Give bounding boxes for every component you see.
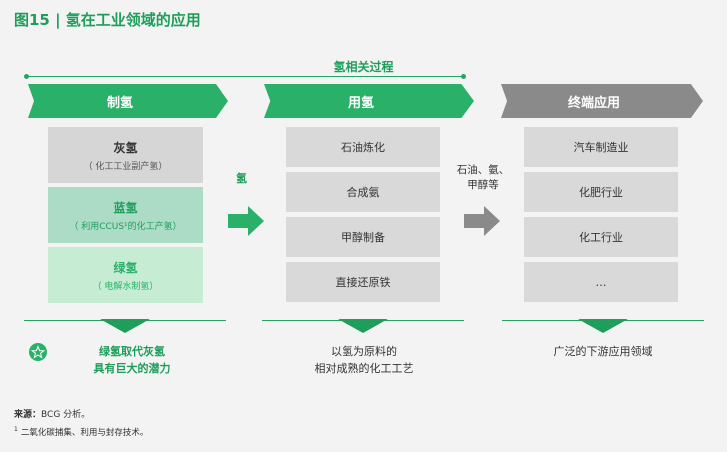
header-end-use: 终端应用	[501, 84, 703, 118]
green-hydrogen-subtitle: （ 电解水制氢）	[92, 281, 159, 292]
end-use-item: 化肥行业	[524, 172, 678, 212]
usage-item-label: 直接还原铁	[335, 276, 391, 289]
usage-item-label: 合成氨	[346, 186, 380, 199]
arrow2-label-line: 甲醇等	[467, 179, 499, 191]
process-line-start-dot	[24, 74, 29, 79]
header-end-use-label: 终端应用	[567, 95, 620, 111]
down-arrow-icon	[100, 319, 150, 333]
usage-item-label: 石油炼化	[341, 141, 385, 154]
end-use-item: 化工行业	[524, 217, 678, 257]
end-use-item-label: 汽车制造业	[573, 141, 629, 154]
conclusion-line: 绿氢取代灰氢	[99, 345, 165, 358]
usage-item: 直接还原铁	[286, 262, 440, 302]
arrow2-label-line: 石油、氨、	[456, 164, 510, 176]
footnote-text: 二氧化碳捕集、利用与封存技术。	[20, 428, 149, 438]
end-use-item-label: …	[595, 275, 607, 289]
conclusion-line: 以氢为原料的	[331, 345, 397, 358]
down-arrow-icon	[338, 319, 388, 333]
process-line-end-dot	[461, 74, 466, 79]
usage-item: 合成氨	[286, 172, 440, 212]
blue-hydrogen-title: 蓝氢	[113, 200, 138, 215]
process-line	[26, 76, 464, 77]
production-conclusion: 绿氢取代灰氢 具有巨大的潜力	[52, 343, 212, 377]
blue-hydrogen-subtitle: （ 利用CCUS¹的化工产氢）	[69, 221, 182, 232]
end-use-item: …	[524, 262, 678, 302]
footnote-mark: 1	[14, 426, 18, 434]
down-arrow-icon	[578, 319, 628, 333]
green-hydrogen-title: 绿氢	[113, 260, 138, 275]
gray-hydrogen-title: 灰氢	[113, 140, 138, 155]
conclusion-line: 相对成熟的化工工艺	[314, 362, 414, 375]
source-note: 来源：BCG 分析。	[14, 407, 90, 420]
header-production: 制氢	[28, 84, 228, 118]
green-right-arrow-icon	[228, 206, 264, 236]
header-usage-label: 用氢	[347, 95, 374, 111]
star-icon	[29, 343, 47, 361]
arrow2-label: 石油、氨、 甲醇等	[446, 163, 520, 193]
blue-hydrogen-box: 蓝氢 （ 利用CCUS¹的化工产氢）	[48, 187, 203, 243]
header-production-label: 制氢	[106, 95, 133, 111]
usage-item: 甲醇制备	[286, 217, 440, 257]
source-text: BCG 分析。	[41, 410, 91, 420]
gray-hydrogen-box: 灰氢 （ 化工工业副产氢）	[48, 127, 203, 183]
end-use-item: 汽车制造业	[524, 127, 678, 167]
arrow1-label: 氢	[236, 172, 247, 185]
conclusion-line: 广泛的下游应用领域	[553, 345, 653, 358]
end-use-item-label: 化工行业	[579, 231, 623, 244]
header-usage: 用氢	[264, 84, 474, 118]
gray-hydrogen-subtitle: （ 化工工业副产氢）	[83, 161, 168, 172]
end-use-conclusion: 广泛的下游应用领域	[502, 343, 704, 360]
gray-right-arrow-icon	[464, 206, 500, 236]
green-hydrogen-box: 绿氢 （ 电解水制氢）	[48, 247, 203, 303]
source-prefix: 来源：	[14, 410, 42, 420]
usage-conclusion: 以氢为原料的 相对成熟的化工工艺	[264, 343, 464, 377]
figure-title: 图15 | 氢在工业领域的应用	[14, 11, 201, 29]
usage-item-label: 甲醇制备	[341, 231, 385, 244]
process-label: 氢相关过程	[333, 60, 394, 74]
usage-item: 石油炼化	[286, 127, 440, 167]
end-use-item-label: 化肥行业	[579, 186, 623, 199]
conclusion-line: 具有巨大的潜力	[93, 362, 171, 375]
